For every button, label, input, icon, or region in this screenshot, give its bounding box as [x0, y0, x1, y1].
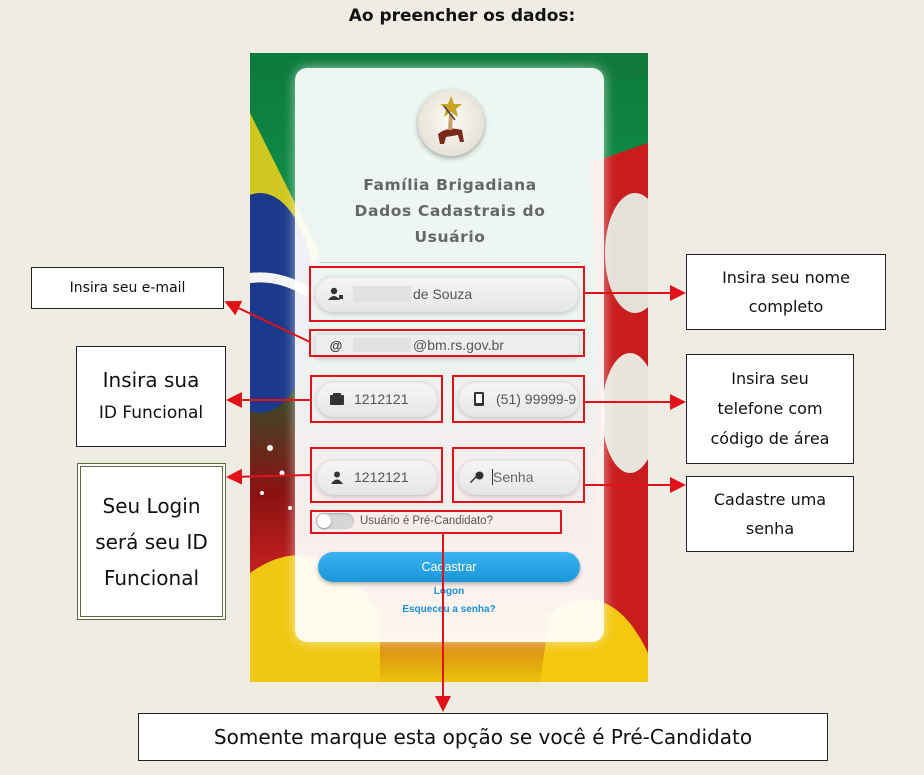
callout-id-funcional: Insira sua ID Funcional	[76, 346, 226, 447]
at-icon: @	[329, 337, 343, 353]
callout-email-text: Insira seu e-mail	[69, 280, 186, 296]
callout-email: Insira seu e-mail	[31, 267, 224, 309]
phone-value: (51) 99999-9	[496, 391, 577, 407]
callout-pre-candidate-text: Somente marque esta opção se você é Pré-…	[213, 725, 753, 749]
password-input[interactable]	[492, 469, 583, 485]
callout-login: Seu Login será seu ID Funcional	[77, 463, 226, 620]
phone-highlight	[452, 375, 585, 423]
phone-field[interactable]: (51) 99999-9	[458, 381, 580, 417]
redacted-email-user	[353, 338, 411, 352]
page-title: Ao preencher os dados:	[348, 6, 576, 26]
password-field[interactable]	[458, 459, 583, 495]
callout-phone-line-3: código de área	[710, 429, 830, 448]
logon-link[interactable]: Logon	[433, 586, 465, 597]
form-title: Família Brigadiana Dados Cadastrais do U…	[330, 172, 570, 250]
callout-id-line-2: ID Funcional	[98, 402, 204, 423]
login-field[interactable]: 1212121	[316, 459, 438, 495]
full-name-field[interactable]: de Souza	[315, 276, 579, 312]
callout-password-line-1: Cadastre uma	[713, 490, 827, 509]
form-title-line-1: Família Brigadiana	[363, 176, 537, 194]
brigada-emblem-logo	[418, 90, 484, 156]
email-highlight	[309, 329, 585, 357]
callout-login-line-2: será seu ID	[95, 529, 208, 554]
callout-name-line-1: Insira seu nome	[722, 268, 850, 287]
full-name-value: de Souza	[413, 286, 473, 302]
callout-phone: Insira seu telefone com código de área	[686, 354, 854, 464]
callout-password-line-2: senha	[745, 519, 795, 538]
toggle-knob	[317, 514, 331, 528]
pre-candidate-toggle[interactable]	[316, 513, 354, 529]
password-highlight	[452, 447, 585, 503]
callout-name: Insira seu nome completo	[686, 254, 886, 330]
callout-name-line-2: completo	[748, 297, 824, 316]
login-value: 1212121	[354, 469, 409, 485]
phone-icon	[470, 392, 488, 406]
user-icon	[328, 471, 346, 484]
register-button[interactable]: Cadastrar	[318, 552, 580, 582]
callout-login-line-1: Seu Login	[102, 493, 201, 518]
form-title-line-3: Usuário	[414, 228, 486, 246]
redacted-first-name	[353, 286, 411, 302]
title-divider	[320, 262, 580, 263]
callout-phone-line-2: telefone com	[717, 399, 823, 418]
email-value: @bm.rs.gov.br	[413, 337, 504, 353]
callout-password: Cadastre uma senha	[686, 476, 854, 552]
full-name-highlight	[309, 266, 585, 322]
id-funcional-value: 1212121	[354, 391, 409, 407]
form-title-line-2: Dados Cadastrais do	[354, 202, 546, 220]
callout-phone-line-1: Insira seu	[731, 369, 809, 388]
id-card-icon	[328, 393, 346, 405]
email-field[interactable]: @ @bm.rs.gov.br	[315, 333, 579, 357]
callout-pre-candidate: Somente marque esta opção se você é Pré-…	[138, 713, 828, 761]
callout-id-line-1: Insira sua	[102, 367, 200, 392]
user-icon	[327, 287, 345, 301]
pre-candidate-highlight	[310, 510, 562, 534]
callout-login-line-3: Funcional	[103, 565, 200, 590]
key-icon	[470, 471, 484, 483]
id-funcional-field[interactable]: 1212121	[316, 381, 438, 417]
forgot-password-link[interactable]: Esqueceu a senha?	[402, 604, 496, 615]
login-highlight	[310, 447, 443, 503]
pre-candidate-label: Usuário é Pré-Candidato?	[360, 515, 493, 527]
id-funcional-highlight	[310, 375, 443, 423]
